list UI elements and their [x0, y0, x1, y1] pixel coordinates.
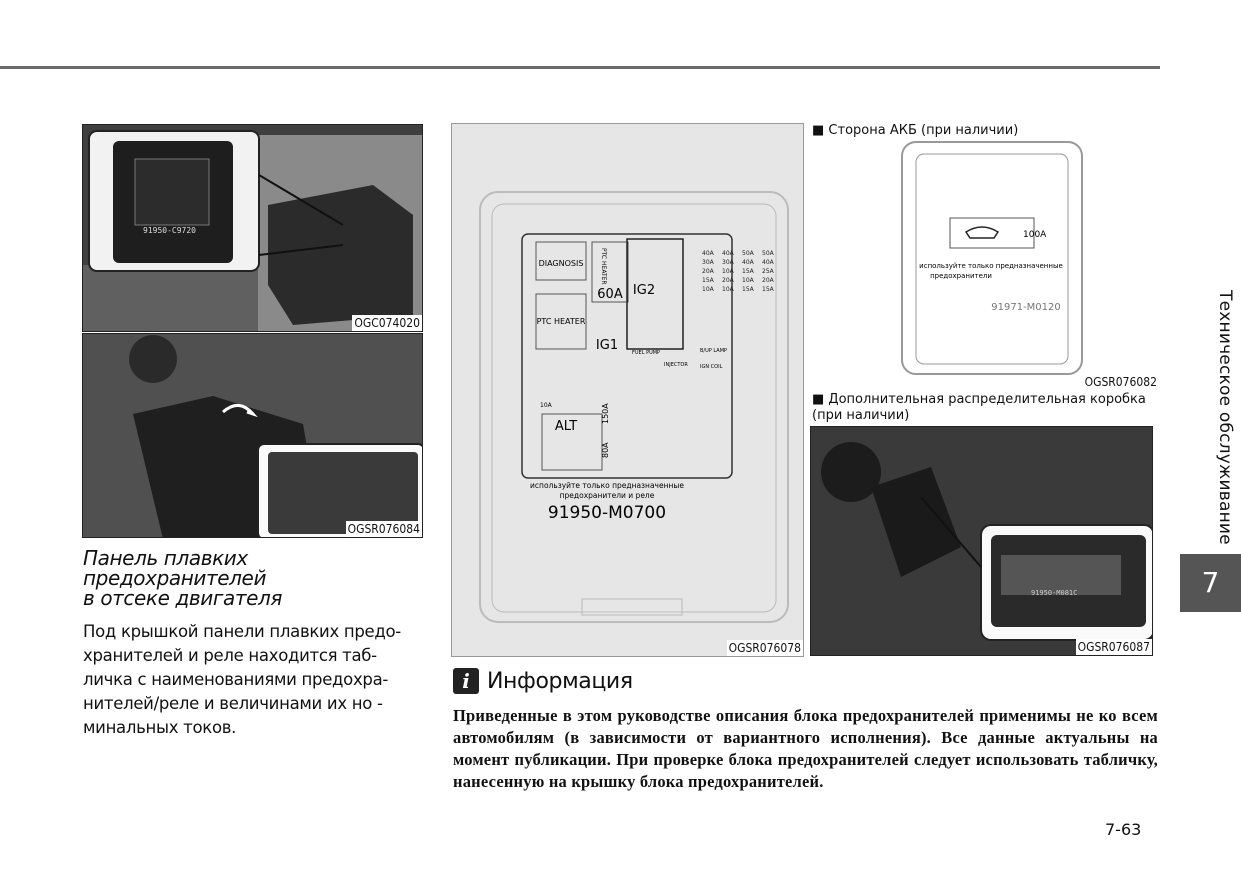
fuse-panel-diagram: DIAGNOSIS PTC HEATER PTC HEATER 60A IG2 …: [451, 123, 804, 657]
title-line: предохранителей: [83, 566, 267, 590]
fuse-amp-label: 50A: [742, 250, 754, 257]
distribution-box-photo: 91950-M081C OGSR076087: [810, 426, 1153, 656]
fuse-amp-label: 20A: [702, 268, 714, 275]
fuse-amp-label: 20A: [762, 277, 774, 284]
alt-amp-label: 150A: [601, 403, 610, 424]
battery-side-diagram: 100A используйте только предназначенные …: [806, 140, 1159, 390]
ptc-heater-vertical-label: PTC HEATER: [600, 248, 607, 285]
engine-photo-fuse-cover-illustration: 91950-C9720: [83, 125, 422, 331]
inset-part-label: 91950-C9720: [143, 226, 196, 235]
fuse-amp-labels: 40A 40A 50A 50A 30A 30A 40A 40A 20A 10A 15A 25A 15A 2…: [702, 249, 787, 294]
note-line: используйте только предназначенные: [530, 481, 684, 490]
fuse-amp-label: 30A: [722, 259, 734, 266]
inset-part-label: 91950-M081C: [1031, 589, 1077, 597]
info-text: Приведенные в этом руководстве описания …: [453, 706, 1158, 791]
bup-lamp-label: B/UP LAMP: [700, 348, 727, 354]
fuse-60a-label: 60A: [597, 287, 623, 302]
body-line: Под крышкой панели плавких предо-: [83, 622, 401, 641]
ig1-label: IG1: [596, 338, 618, 353]
chapter-number-tab: 7: [1180, 554, 1241, 612]
alt-label: ALT: [555, 419, 577, 434]
figure-code: OGSR076084: [345, 521, 422, 537]
distribution-box-caption: ■ Дополнительная распределительная короб…: [812, 392, 1146, 424]
fuel-pump-label: FUEL PUMP: [632, 350, 660, 356]
distribution-box-illustration: 91950-M081C: [811, 427, 1152, 655]
figure-code: OGSR076082: [1082, 374, 1159, 390]
top-rule: [0, 66, 1160, 69]
ptc-heater-label: PTC HEATER: [537, 317, 586, 326]
fuse-amp-label: 15A: [702, 277, 714, 284]
fuse-amp-label: 30A: [702, 259, 714, 266]
note-line: предохранители: [930, 272, 992, 280]
fuse-amp-label: 40A: [762, 259, 774, 266]
fuse-amp-label: 15A: [742, 268, 754, 275]
side-tab-label: Техническое обслуживание: [1215, 290, 1235, 545]
engine-photo-fuse-box-illustration: [83, 334, 422, 537]
ign-coil-label: IGN COIL: [700, 364, 723, 370]
fuse-80a-label: 80A: [601, 442, 610, 458]
body-line: хранителей и реле находится таб-: [83, 646, 377, 665]
section-body: Под крышкой панели плавких предо- хранит…: [83, 620, 423, 740]
fuse-100a-label: 100A: [1023, 230, 1047, 240]
info-header: i Информация: [453, 667, 1158, 695]
info-title: Информация: [487, 668, 633, 694]
body-line: минальных токов.: [83, 718, 237, 737]
figure-code: OGSR076087: [1075, 639, 1152, 655]
fuse-amp-label: 20A: [722, 277, 734, 284]
title-line: в отсеке двигателя: [83, 586, 283, 610]
fuse-amp-label: 25A: [762, 268, 774, 275]
caption-line: (при наличии): [812, 408, 910, 423]
section-title: Панель плавких предохранителей в отсеке …: [83, 548, 423, 608]
body-line: личка с наименованиями предохра-: [83, 670, 389, 689]
fuse-amp-label: 10A: [722, 268, 734, 275]
fuse-10a-label: 10A: [540, 402, 553, 409]
fuse-amp-label: 50A: [762, 250, 774, 257]
fuse-amp-label: 15A: [742, 286, 754, 293]
battery-side-drawing: 100A используйте только предназначенные …: [901, 141, 1083, 375]
engine-photo-fuse-box: OGSR076084: [82, 333, 423, 538]
page-number: 7-63: [1105, 820, 1142, 839]
fuse-amp-label: 10A: [702, 286, 714, 293]
part-number: 91971-M0120: [991, 302, 1061, 313]
figure-code: OGC074020: [352, 315, 422, 331]
part-number: 91950-M0700: [548, 503, 666, 523]
fuse-amp-label: 15A: [762, 286, 774, 293]
engine-photo-fuse-cover: 91950-C9720 OGC074020: [82, 124, 423, 332]
note-line: предохранители и реле: [560, 491, 655, 500]
info-icon: i: [453, 668, 479, 694]
ig2-label: IG2: [633, 283, 655, 298]
injector-label: INJECTOR: [664, 362, 688, 368]
fuse-amp-label: 40A: [742, 259, 754, 266]
fuse-amp-label: 10A: [742, 277, 754, 284]
note-line: используйте только предназначенные: [919, 262, 1063, 270]
figure-code: OGSR076078: [726, 640, 803, 656]
body-line: нителей/реле и величинами их но -: [83, 694, 383, 713]
info-box: i Информация Приведенные в этом руководс…: [453, 667, 1158, 793]
caption-line: ■ Дополнительная распределительная короб…: [812, 392, 1146, 407]
fuse-amp-label: 40A: [702, 250, 714, 257]
battery-side-caption: ■ Сторона АКБ (при наличии): [812, 123, 1019, 138]
fuse-panel-drawing: DIAGNOSIS PTC HEATER PTC HEATER 60A IG2 …: [479, 191, 789, 623]
diagnosis-label: DIAGNOSIS: [539, 259, 584, 268]
title-line: Панель плавких: [83, 546, 248, 570]
fuse-amp-label: 40A: [722, 250, 734, 257]
fuse-amp-label: 10A: [722, 286, 734, 293]
